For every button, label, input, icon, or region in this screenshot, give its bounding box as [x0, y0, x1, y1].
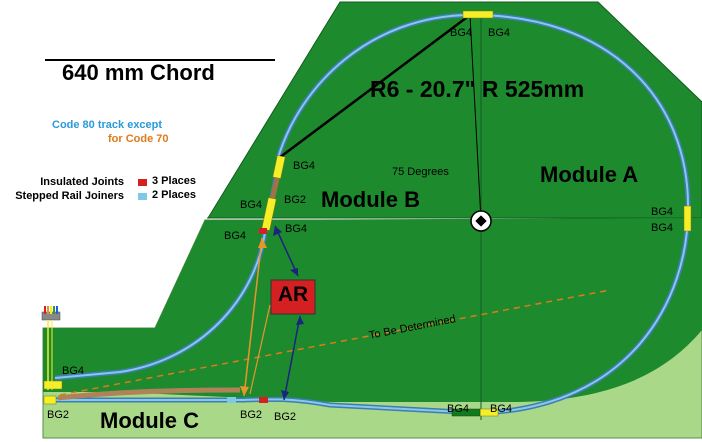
ar-arrow	[274, 225, 299, 277]
bg-label: BG2	[274, 411, 297, 423]
tbd-line	[59, 289, 611, 396]
orange-arrow	[249, 304, 271, 395]
module-c-label: Module C	[100, 408, 199, 433]
bg-label: BG4	[651, 222, 674, 234]
bg-label: BG4	[447, 403, 470, 415]
track-note-line1: Code 80 track except	[52, 119, 163, 131]
bg-label: BG4	[293, 160, 316, 172]
legend-insulated-label: Insulated Joints	[40, 176, 124, 188]
ar-label: AR	[277, 283, 309, 306]
insulated-joint	[259, 228, 267, 234]
bg-label: BG4	[490, 403, 513, 415]
legend-insulated-count: 3 Places	[152, 175, 197, 187]
ar-box	[270, 279, 316, 315]
legend-stepped-count: 2 Places	[152, 189, 197, 201]
brown-siding	[57, 387, 241, 401]
legend-insulated-swatch	[138, 179, 147, 186]
angle-label: 75 Degrees	[392, 166, 449, 178]
bg-label: BG2	[240, 409, 263, 421]
stepped-joiner	[227, 397, 236, 403]
track-note-line2: for Code 70	[108, 133, 169, 145]
bg-label: BG2	[47, 409, 70, 421]
bg-label: BG4	[240, 199, 263, 211]
chord-line	[278, 13, 471, 160]
ar-arrow	[283, 315, 301, 401]
chord-label: 640 mm Chord	[62, 60, 215, 85]
gap-marker	[43, 380, 63, 390]
bg-label: BG4	[224, 230, 247, 242]
radius-line	[469, 14, 482, 221]
orange-arrow	[243, 237, 263, 397]
gap-marker	[683, 205, 692, 232]
gap-marker	[272, 155, 286, 179]
module-lower-board	[43, 218, 702, 402]
legend-stepped-swatch	[138, 193, 147, 200]
module-b-label: Module B	[321, 187, 420, 212]
insulated-joint	[259, 397, 268, 403]
module-a-label: Module A	[540, 162, 639, 187]
bg-label: BG2	[284, 194, 307, 206]
bg-label: BG4	[651, 206, 674, 218]
gap-marker	[43, 395, 57, 405]
module-ab-board	[207, 1, 702, 219]
bg-label: BG4	[62, 365, 85, 377]
radius-label: R6 - 20.7" R 525mm	[370, 76, 585, 102]
bg-label: BG4	[285, 223, 308, 235]
bg-label: BG4	[450, 27, 473, 39]
gap-marker	[462, 10, 494, 19]
gap-marker-green	[451, 408, 481, 417]
bg-label: BG4	[488, 27, 511, 39]
legend-stepped-label: Stepped Rail Joiners	[15, 190, 124, 202]
